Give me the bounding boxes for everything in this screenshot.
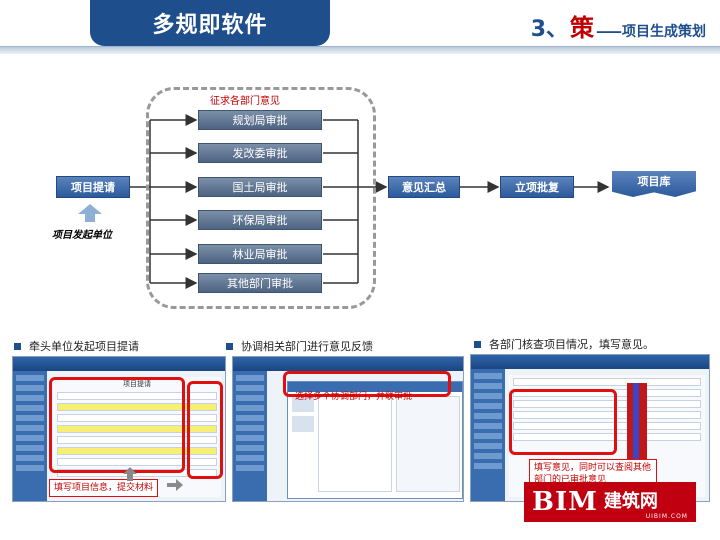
caption-1: 牵头单位发起项目提请 (14, 338, 139, 354)
caption-2: 协调相关部门进行意见反馈 (226, 338, 373, 354)
flow-connectors (130, 114, 610, 289)
dept-node-forestry: 林业局审批 (198, 244, 322, 264)
dept-node-planning: 规划局审批 (198, 110, 322, 130)
section-number: 3、 (530, 17, 568, 42)
approval-node: 立项批复 (500, 176, 574, 198)
up-arrow-icon (78, 204, 102, 222)
app-title-tab: 多规即软件 (90, 0, 330, 46)
logo-cn-text: 建筑网 (603, 491, 658, 512)
up-arrow-icon (123, 467, 137, 481)
right-arrow-icon (167, 479, 183, 491)
start-node: 项目提请 (56, 176, 130, 198)
caption-2-text: 协调相关部门进行意见反馈 (241, 340, 373, 353)
caption-1-text: 牵头单位发起项目提请 (29, 340, 139, 353)
bullet-icon (226, 342, 233, 350)
summary-node: 意见汇总 (388, 176, 460, 198)
dept-node-environment: 环保局审批 (198, 210, 322, 230)
section-subtitle: 项目生成策划 (622, 24, 706, 40)
caption-3-text: 各部门核查项目情况，填写意见。 (489, 338, 654, 351)
screenshot-coordinate-departments: 选择多个协调部门，并联审批 (232, 356, 464, 502)
bullet-icon (14, 342, 21, 350)
department-group-frame (146, 87, 376, 309)
screenshot-department-review: 填写意见，同时可以查阅其他部门的已审批意见 (470, 354, 710, 502)
dept-node-land: 国土局审批 (198, 177, 322, 197)
bullet-icon (474, 340, 481, 348)
initiator-label: 项目发起单位 (52, 230, 112, 241)
header-divider (0, 46, 720, 54)
shot1-form-title: 项目提请 (123, 380, 151, 388)
caption-3: 各部门核查项目情况，填写意见。 (474, 336, 654, 352)
app-title: 多规即软件 (152, 13, 268, 38)
shot2-annotation: 选择多个协调部门，并联审批 (295, 392, 413, 402)
dept-node-ndrc: 发改委审批 (198, 143, 322, 163)
screenshot-project-request: 项目提请 填写项目信息，提交材料 (12, 356, 226, 502)
bim-logo: BIM 建筑网 UIBIM.COM (524, 482, 696, 522)
solicit-label: 征求各部门意见 (210, 96, 280, 107)
logo-url-text: UIBIM.COM (645, 513, 688, 520)
shot1-annotation: 填写项目信息，提交材料 (49, 479, 159, 497)
logo-bim-text: BIM (532, 487, 598, 517)
section-dash: —— (596, 24, 622, 40)
section-char: 策 (570, 14, 594, 42)
dept-node-other: 其他部门审批 (198, 273, 322, 293)
section-heading: 3、 策 —— 项目生成策划 (531, 8, 706, 42)
